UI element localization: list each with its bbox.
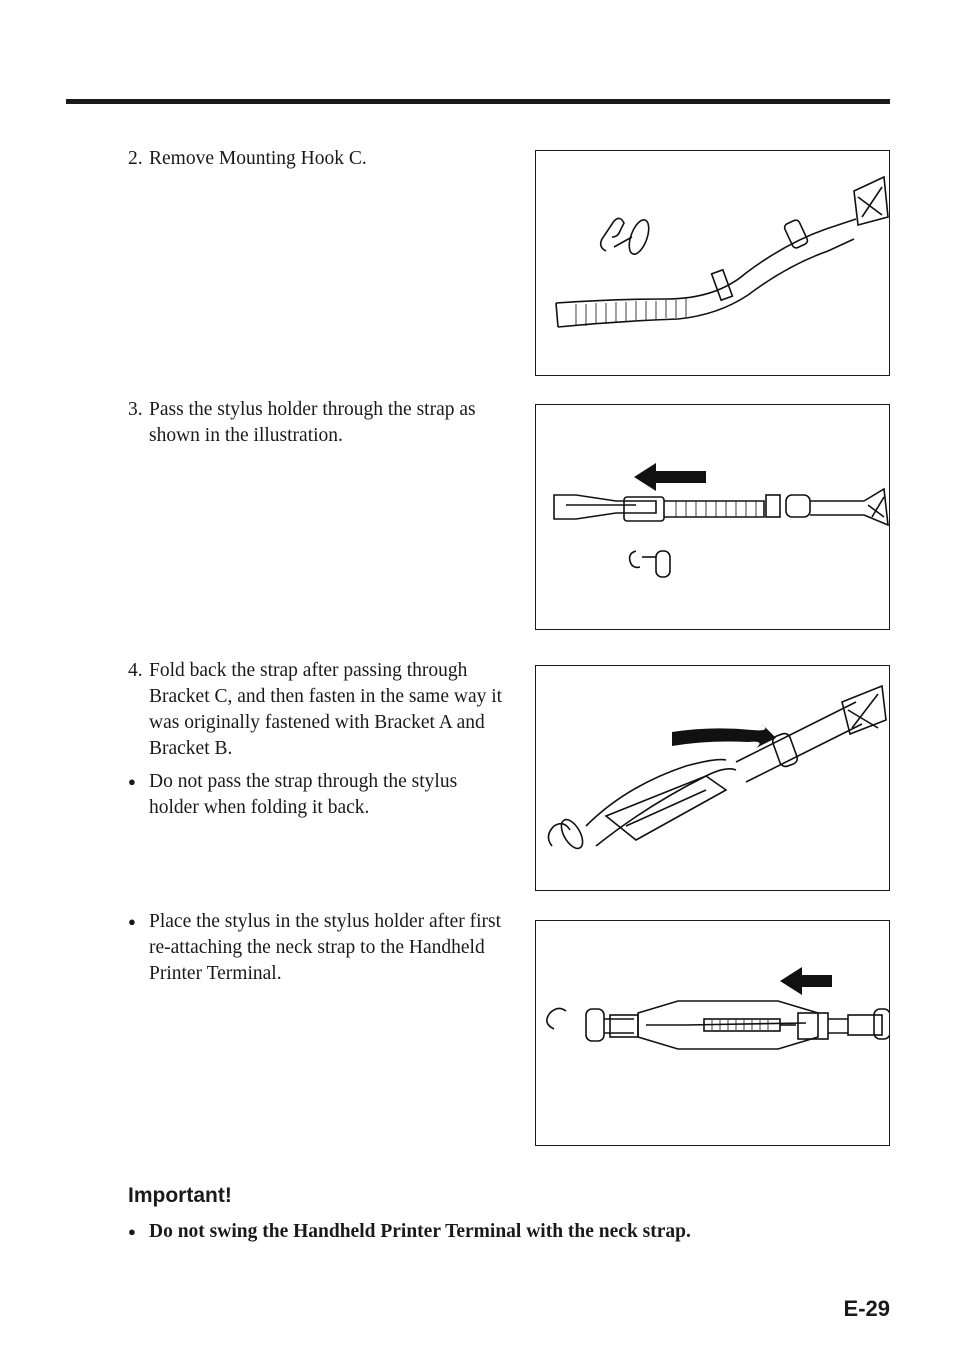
step-number: 2.: [128, 148, 143, 169]
step-text: Remove Mounting Hook C.: [149, 148, 367, 169]
illustration-fold-strap: [535, 665, 890, 891]
step-3: 3. Pass the stylus holder through the st…: [128, 397, 498, 449]
step-text: Pass the stylus holder through the strap…: [149, 399, 476, 446]
step-text: Fold back the strap after passing throug…: [149, 660, 503, 759]
illustration-place-stylus: [535, 920, 890, 1146]
stylus-diagram: [546, 967, 889, 1050]
bullet-text: Do not pass the strap through the stylus…: [149, 771, 458, 818]
step-4: 4. Fold back the strap after passing thr…: [128, 658, 508, 762]
arrow-left-icon: [634, 463, 706, 491]
step-number: 3.: [128, 399, 143, 420]
page-number: E-29: [843, 1296, 890, 1321]
bullet-text: Place the stylus in the stylus holder af…: [149, 911, 502, 984]
holder-diagram: [553, 463, 889, 578]
important-text: Do not swing the Handheld Printer Termin…: [149, 1221, 691, 1242]
arrow-left-icon: [780, 967, 832, 995]
arrow-curved-icon: [672, 724, 776, 748]
bullet-note-fold: ● Do not pass the strap through the styl…: [128, 769, 498, 821]
step-number: 4.: [128, 660, 143, 681]
top-rule: [66, 99, 890, 104]
illustration-remove-hook: [535, 150, 890, 376]
strap-diagram: [555, 175, 889, 328]
important-heading: Important!: [128, 1184, 232, 1207]
bullet-marker: ●: [128, 1224, 136, 1239]
illustration-pass-holder: [535, 404, 890, 630]
bullet-note-stylus: ● Place the stylus in the stylus holder …: [128, 909, 503, 987]
important-note: ● Do not swing the Handheld Printer Term…: [128, 1219, 691, 1245]
bullet-marker: ●: [128, 914, 136, 929]
step-2: 2. Remove Mounting Hook C.: [128, 146, 508, 172]
fold-diagram: [547, 684, 887, 850]
bullet-marker: ●: [128, 774, 136, 789]
